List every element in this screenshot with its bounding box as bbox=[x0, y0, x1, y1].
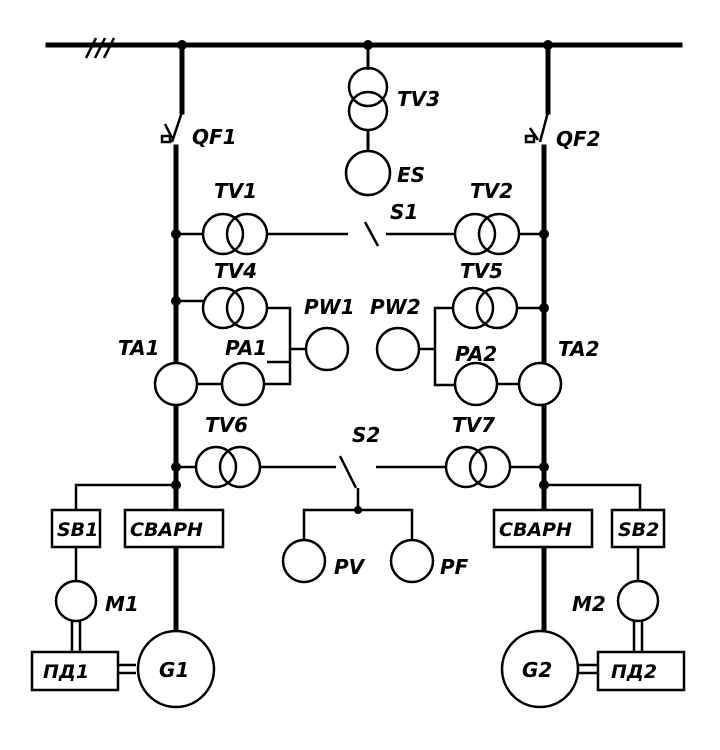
label-cbaph-left: СВАРН bbox=[130, 519, 203, 541]
label-qf1: QF1 bbox=[192, 125, 237, 149]
left-control-wiring bbox=[70, 483, 176, 675]
label-ta2: TA2 bbox=[558, 337, 599, 361]
prime-mover-pd2 bbox=[596, 650, 686, 692]
label-es: ES bbox=[397, 163, 425, 187]
label-qf2: QF2 bbox=[556, 127, 601, 151]
label-g1: G1 bbox=[159, 658, 189, 682]
synchroscope-es bbox=[344, 149, 392, 197]
motor-m1 bbox=[54, 579, 98, 623]
label-m1: M1 bbox=[105, 592, 139, 616]
label-pw2: PW2 bbox=[370, 295, 421, 319]
pw1-wiring bbox=[267, 306, 305, 364]
current-transformer-ta1 bbox=[153, 361, 199, 407]
label-tv5: TV5 bbox=[460, 259, 503, 283]
label-tv1: TV1 bbox=[214, 179, 257, 203]
button-sb1 bbox=[50, 508, 102, 549]
generator-g1 bbox=[136, 629, 216, 709]
cbaph-box-left bbox=[123, 508, 225, 549]
prime-mover-pd1 bbox=[30, 650, 120, 692]
label-pf: PF bbox=[440, 555, 469, 579]
label-tv4: TV4 bbox=[214, 259, 257, 283]
label-tv6: TV6 bbox=[205, 413, 248, 437]
label-ta1: TA1 bbox=[118, 336, 159, 360]
label-pa1: PA1 bbox=[225, 336, 267, 360]
frequency-meter-pf bbox=[389, 538, 435, 584]
pa1-pw1-wire bbox=[264, 362, 292, 386]
motor-m2 bbox=[616, 579, 660, 623]
ammeter-pa2 bbox=[453, 361, 499, 407]
breaker-qf1 bbox=[160, 111, 184, 144]
right-control-wiring bbox=[544, 483, 644, 675]
transformer-tv1 bbox=[176, 212, 269, 256]
label-sb2: SB2 bbox=[618, 519, 659, 541]
pv-pf-wiring bbox=[302, 508, 414, 541]
label-g2: G2 bbox=[522, 658, 552, 682]
transformer-tv6 bbox=[176, 445, 262, 489]
switch-s2 bbox=[338, 455, 446, 514]
label-tv2: TV2 bbox=[470, 179, 513, 203]
label-s1: S1 bbox=[390, 200, 418, 224]
breaker-qf2 bbox=[524, 111, 550, 144]
label-m2: M2 bbox=[572, 592, 606, 616]
wattmeter-pw2 bbox=[375, 326, 421, 372]
label-pd2: ПД2 bbox=[611, 661, 657, 683]
switch-s1 bbox=[363, 221, 455, 247]
pw2-wiring bbox=[420, 306, 455, 387]
main-busbar bbox=[45, 37, 683, 59]
transformer-tv5 bbox=[451, 286, 544, 330]
label-s2: S2 bbox=[352, 423, 380, 447]
label-sb1: SB1 bbox=[57, 519, 98, 541]
label-pa2: PA2 bbox=[455, 342, 497, 366]
label-tv3: TV3 bbox=[397, 87, 440, 111]
transformer-tv3 bbox=[347, 45, 389, 132]
transformer-tv4 bbox=[176, 286, 269, 330]
transformer-tv2 bbox=[453, 212, 544, 256]
voltmeter-pv bbox=[281, 538, 327, 584]
cbaph-box-right bbox=[492, 508, 594, 549]
label-tv7: TV7 bbox=[452, 413, 495, 437]
current-transformer-ta2 bbox=[517, 361, 563, 407]
label-pv: PV bbox=[334, 555, 366, 579]
ammeter-pa1 bbox=[220, 361, 266, 407]
transformer-tv7 bbox=[444, 445, 544, 489]
wattmeter-pw1 bbox=[304, 326, 350, 372]
label-pw1: PW1 bbox=[304, 295, 355, 319]
button-sb2 bbox=[610, 508, 666, 549]
generator-g2 bbox=[500, 629, 580, 709]
label-cbaph-right: СВАРН bbox=[499, 519, 572, 541]
label-pd1: ПД1 bbox=[43, 661, 89, 683]
